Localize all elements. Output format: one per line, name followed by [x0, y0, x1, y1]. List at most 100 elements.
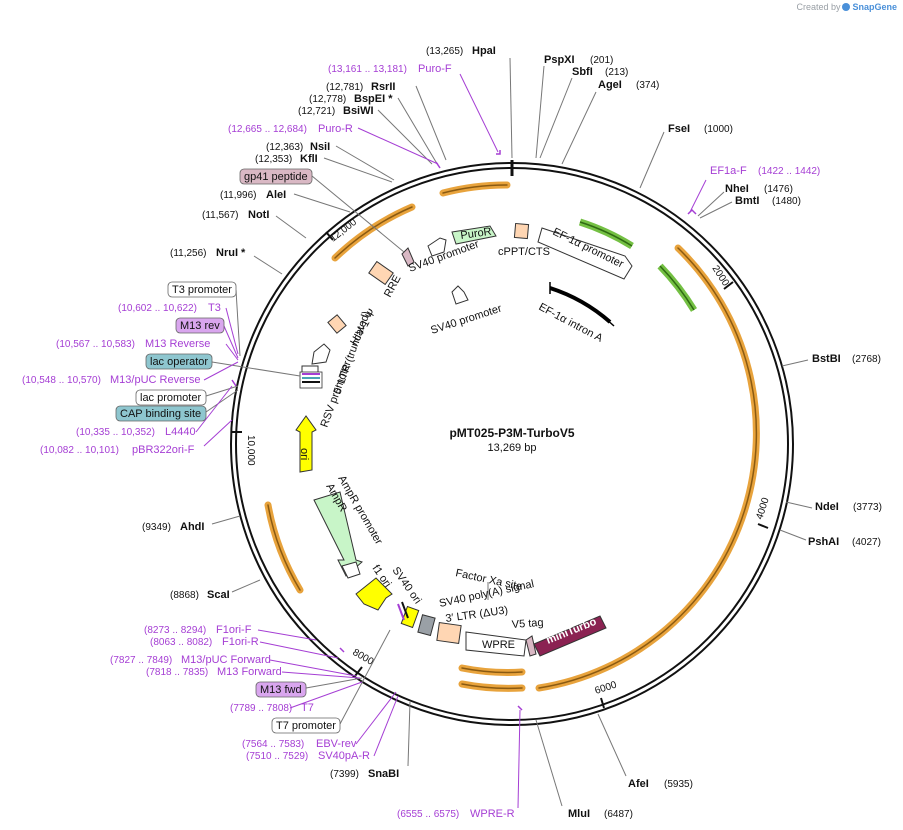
rsv-promoter-arrow [311, 343, 331, 365]
leader-fsei [639, 131, 665, 189]
orf-left-lower-core [267, 504, 301, 591]
leader-nsii [335, 145, 395, 181]
enzyme-noti-name: NotI [248, 209, 269, 221]
enzyme-alei-name: AleI [266, 189, 286, 201]
gp41-marker [401, 247, 415, 267]
orf-bottom-1-core [461, 667, 523, 674]
box-m13rev-text: M13 rev [180, 320, 220, 332]
enzyme-bstbi-pos: (2768) [852, 354, 881, 365]
primer-puro-r-pos: (12,665 .. 12,684) [228, 124, 307, 135]
primer-f1ori-f-name: F1ori-F [216, 624, 252, 636]
primer-mark-left [231, 379, 237, 387]
box-lac-promoter-text: lac promoter [140, 392, 201, 404]
enzyme-fsei-name: FseI [668, 123, 690, 135]
leader-gp41 [311, 175, 405, 253]
green-orf-1-core [579, 221, 633, 247]
tick-4000-mark [757, 523, 769, 529]
primer-pbr322-pos: (10,082 .. 10,101) [40, 445, 119, 456]
enzyme-bspei-name: BspEI * [354, 93, 393, 105]
sv40-promoter-arrow-1 [427, 237, 447, 257]
box-m13fwd-text: M13 fwd [260, 684, 302, 696]
leader-m13-forward [281, 671, 361, 679]
enzyme-snabi-pos: (7399) [330, 769, 359, 780]
orf-left-upper-core [334, 206, 413, 259]
leader-sbfi [539, 77, 573, 159]
primer-m13puc-rev-pos: (10,548 .. 10,570) [22, 375, 101, 386]
leader-m13puc-fwd [269, 659, 357, 677]
tick-6000-label: 6000 [594, 679, 619, 696]
primer-puro-r-name: Puro-R [318, 123, 353, 135]
leader-noti [275, 215, 307, 239]
leader-bmti [699, 201, 733, 219]
tick-4000-label: 4000 [754, 496, 771, 521]
primer-l4440-pos: (10,335 .. 10,352) [76, 427, 155, 438]
primer-puro-f-pos: (13,161 .. 13,181) [328, 64, 407, 75]
primer-ebv-rev-pos: (7564 .. 7583) [242, 739, 304, 750]
rre-box [368, 260, 394, 286]
enzyme-afei-pos: (5935) [664, 779, 693, 790]
green-orfs [578, 218, 697, 312]
primer-ef1a-f-name: EF1a-F [710, 165, 747, 177]
enzyme-bsiwi-name: BsiWI [343, 105, 374, 117]
box-gp41-text: gp41 peptide [244, 171, 308, 183]
enzyme-nrui-name: NruI * [216, 247, 246, 259]
leader-bspei [397, 97, 437, 163]
enzyme-pshai-pos: (4027) [852, 537, 881, 548]
features [295, 222, 633, 657]
enzyme-pshai-name: PshAI [808, 536, 839, 548]
primer-puro-f-name: Puro-F [418, 63, 452, 75]
leader-wpre-r [517, 709, 521, 809]
enzyme-kfli-name: KflI [300, 153, 318, 165]
enzyme-labels: (13,265) HpaI PspXI (201) SbfI (213) Age… [142, 45, 882, 820]
primer-m13-forward-name: M13 Forward [217, 666, 282, 678]
enzyme-pspxi-pos: (201) [590, 55, 613, 66]
enzyme-bmti-name: BmtI [735, 195, 759, 207]
primer-f1ori-r-name: F1ori-R [222, 636, 259, 648]
enzyme-snabi-name: SnaBI [368, 768, 399, 780]
enzyme-bspei-pos: (12,778) [309, 94, 346, 105]
box-t3-promoter-text: T3 promoter [172, 284, 232, 296]
credit-prefix: Created by [796, 2, 841, 12]
lac-cluster-bg [299, 371, 323, 389]
leader-puro-f [459, 73, 499, 153]
primer-leaders [195, 73, 707, 809]
enzyme-nhei-pos: (1476) [764, 184, 793, 195]
box-t7-promoter-text: T7 promoter [276, 720, 336, 732]
primer-t7-name: T7 [301, 702, 314, 714]
f1-stripe-2 [401, 601, 409, 619]
leader-lac-operator [211, 361, 301, 377]
enzyme-nsii-name: NsiI [310, 141, 330, 153]
leader-f1ori-r [259, 641, 339, 659]
leader-agei [561, 91, 597, 165]
feat-sv40ori-label: SV40 ori [390, 565, 424, 606]
leader-m13puc-rev [203, 361, 239, 381]
leader-ef1a-f [689, 179, 707, 213]
leader-cap [205, 389, 239, 413]
primer-m13puc-fwd-name: M13/pUC Forward [181, 654, 271, 666]
ori-arrow [295, 415, 317, 473]
orf-left-lower [264, 501, 304, 594]
cppt-box [513, 222, 530, 240]
leader-rsrii [415, 85, 447, 161]
box-m13rev-bg [175, 317, 225, 334]
leader-lines [205, 57, 813, 807]
leader-m13fwd [305, 677, 363, 689]
primer-m13puc-fwd-pos: (7827 .. 7849) [110, 655, 172, 666]
leader-t3-promoter [235, 289, 241, 357]
enzyme-mlui-name: MluI [568, 808, 590, 820]
primer-mark-ef1a-f [687, 208, 697, 215]
ef1a-promoter-arrow [537, 227, 633, 280]
box-cap-text: CAP binding site [120, 408, 201, 420]
primer-f1ori-f-pos: (8273 .. 8294) [144, 625, 206, 636]
feat-ltr3-label: 3′ LTR (ΔU3) [445, 604, 509, 625]
enzyme-bsiwi-pos: (12,721) [298, 106, 335, 117]
f1-ori-arrow [355, 577, 393, 611]
leader-t7-promoter [339, 629, 391, 725]
tick-10000-label: 10,000 [245, 435, 256, 466]
tick-12000-mark [325, 231, 334, 241]
leader-sv40pa-r [373, 695, 399, 757]
primer-m13puc-rev-name: M13/pUC Reverse [110, 374, 200, 386]
leader-m13-reverse [225, 343, 239, 361]
